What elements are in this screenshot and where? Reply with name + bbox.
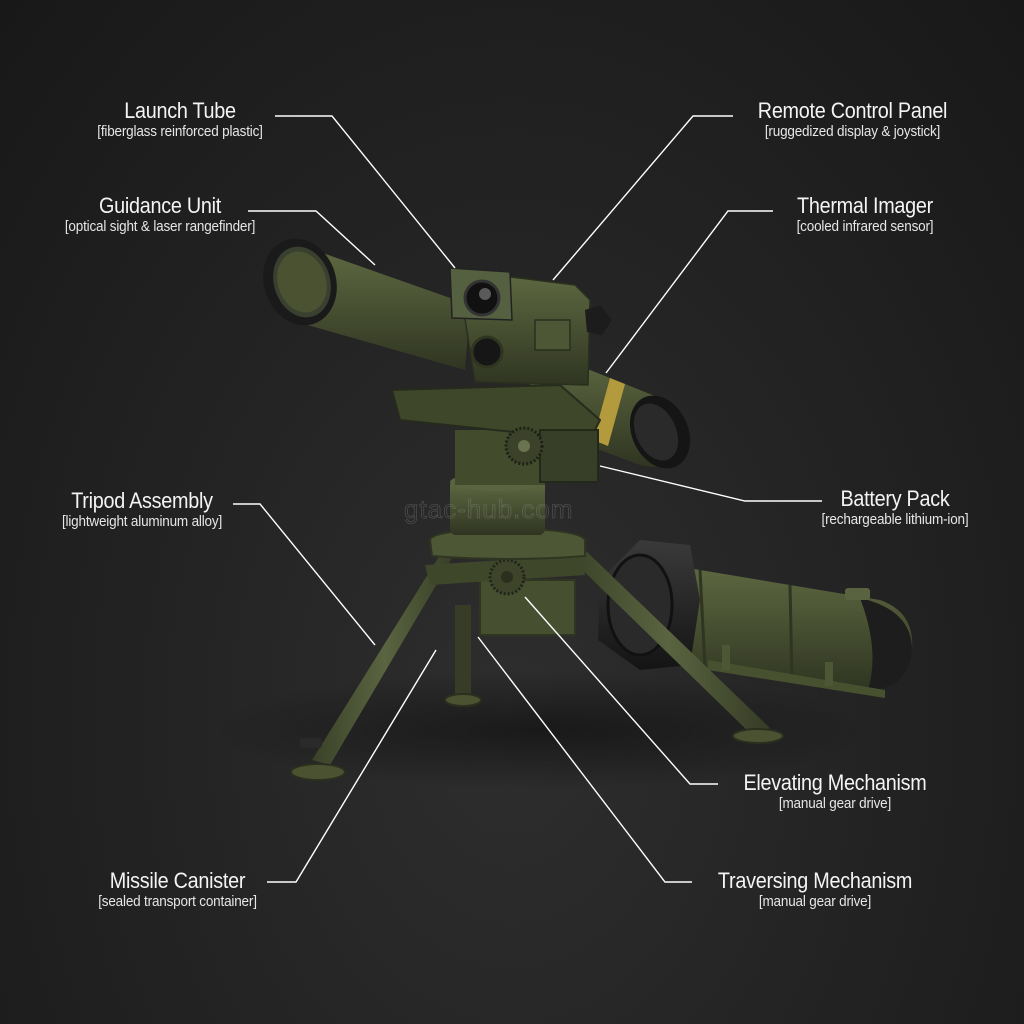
label-subtitle: [cooled infrared sensor] <box>796 218 934 235</box>
floor-shadow <box>210 670 870 790</box>
leader-line-launch-tube <box>275 115 456 269</box>
tripod-graphic <box>290 548 784 781</box>
label-subtitle: [ruggedized display & joystick] <box>764 123 941 140</box>
label-title: Battery Pack <box>840 486 950 511</box>
label-launch-tube: Launch Tube [fiberglass reinforced plast… <box>60 99 300 141</box>
label-subtitle: [rechargeable lithium-ion] <box>821 511 969 528</box>
leader-line-guidance-unit <box>248 210 376 266</box>
leader-line-traversing-mechanism <box>477 636 692 883</box>
leader-line-battery-pack <box>599 465 822 502</box>
label-remote-control-panel: Remote Control Panel [ruggedized display… <box>725 99 980 141</box>
label-tripod-assembly: Tripod Assembly [lightweight aluminum al… <box>22 489 262 531</box>
label-subtitle: [sealed transport container] <box>98 893 257 910</box>
launch-tube-front-graphic <box>263 238 470 370</box>
guidance-unit-graphic <box>449 267 612 386</box>
label-title: Tripod Assembly <box>71 488 213 513</box>
label-title: Missile Canister <box>109 868 246 893</box>
label-title: Traversing Mechanism <box>717 868 913 893</box>
label-subtitle: [fiberglass reinforced plastic] <box>97 123 263 140</box>
leader-line-remote-control-panel <box>552 115 733 281</box>
label-title: Guidance Unit <box>99 193 221 218</box>
leader-line-elevating-mechanism <box>524 596 718 785</box>
label-subtitle: [lightweight aluminum alloy] <box>61 513 223 530</box>
label-title: Launch Tube <box>124 98 236 123</box>
label-battery-pack: Battery Pack [rechargeable lithium-ion] <box>790 487 1000 529</box>
leader-lines <box>233 115 822 883</box>
label-missile-canister: Missile Canister [sealed transport conta… <box>60 869 295 911</box>
leader-line-tripod-assembly <box>233 503 376 646</box>
label-thermal-imager: Thermal Imager [cooled infrared sensor] <box>760 194 970 236</box>
label-title: Thermal Imager <box>797 193 933 218</box>
leader-line-thermal-imager <box>605 210 773 374</box>
leader-line-missile-canister <box>267 649 437 883</box>
label-subtitle: [manual gear drive] <box>758 893 872 910</box>
label-subtitle: [optical sight & laser rangefinder] <box>64 218 256 235</box>
label-title: Remote Control Panel <box>757 98 948 123</box>
label-traversing-mechanism: Traversing Mechanism [manual gear drive] <box>690 869 940 911</box>
label-elevating-mechanism: Elevating Mechanism [manual gear drive] <box>715 771 955 813</box>
label-title: Elevating Mechanism <box>743 770 927 795</box>
label-guidance-unit: Guidance Unit [optical sight & laser ran… <box>20 194 300 236</box>
mount-cradle-graphic <box>390 383 602 483</box>
watermark-text: gtac-hub.com <box>404 494 574 525</box>
label-subtitle: [manual gear drive] <box>778 795 892 812</box>
